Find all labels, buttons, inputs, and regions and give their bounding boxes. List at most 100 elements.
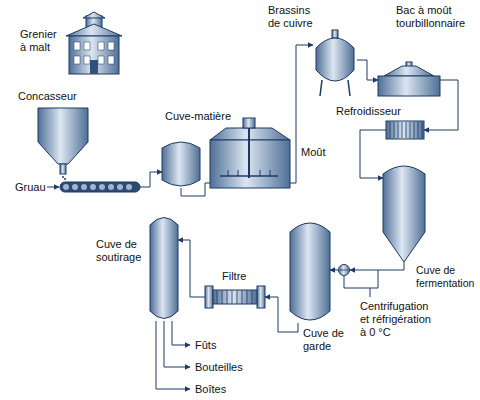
- vessel-drawing: [313, 30, 357, 96]
- vessel-part: [320, 80, 322, 96]
- vessel-drawing: [205, 286, 265, 308]
- vessel-part: [237, 290, 238, 304]
- output-label: Bouteilles: [194, 361, 244, 374]
- output-arrow: [156, 321, 190, 389]
- vessel-part: [66, 24, 122, 36]
- tun-rake: [228, 170, 229, 176]
- equipment-label: Cuve de garde: [303, 327, 353, 353]
- vessel-part: [62, 176, 64, 178]
- vessel-drawing: [150, 215, 178, 321]
- vessel-part: [74, 56, 80, 64]
- vessel-part: [60, 164, 66, 174]
- vessel-drawing: [162, 140, 200, 188]
- vessel-part: [340, 270, 348, 271]
- fermentation-tank: Cuve de fermentation: [383, 162, 425, 262]
- equipment-label: Cuve de soutirage: [96, 238, 148, 264]
- vessel-drawing: [338, 264, 350, 276]
- equipment-label: Filtre: [222, 270, 262, 283]
- equipment-label: Concasseur: [18, 90, 88, 103]
- lagering-tank: Cuve de garde: [290, 220, 330, 323]
- vessel-part: [108, 56, 114, 64]
- vessel-part: [386, 121, 424, 139]
- tun-motor: [243, 118, 255, 128]
- vessel-part: [290, 223, 330, 320]
- centrifuge: Centrifugation et réfrigération à 0 °C: [338, 264, 350, 276]
- output-label: Boîtes: [194, 383, 227, 396]
- vessel-part: [394, 122, 395, 138]
- wort-cooler: Refroidisseur: [386, 121, 424, 139]
- vessel-part: [84, 42, 90, 50]
- bright-tank: Cuve de soutirage: [150, 215, 178, 321]
- mill-hopper: Concasseur: [38, 108, 140, 194]
- flow-pipe: [330, 270, 338, 271]
- output-label: Fûts: [194, 339, 217, 352]
- mash-tun: Cuve-matière: [162, 140, 200, 188]
- equipment-label: Cuve-matière: [165, 110, 237, 123]
- vessel-part: [38, 108, 88, 164]
- vessel-drawing: [386, 121, 424, 139]
- vessel-part: [63, 184, 69, 190]
- equipment-label: Refroidisseur: [336, 105, 406, 118]
- vessel-part: [398, 122, 399, 138]
- tun-shaft: [248, 128, 250, 178]
- vessel-part: [205, 286, 213, 308]
- vessel-drawing: [378, 62, 440, 96]
- flow-pipe: [350, 262, 404, 270]
- tun-rake: [220, 175, 278, 177]
- vessel-part: [108, 42, 114, 50]
- equipment-label: Bac à moût tourbillonnaire: [396, 4, 470, 30]
- leader-line: [370, 288, 371, 297]
- whirlpool-tank: Bac à moût tourbillonnaire: [378, 62, 440, 96]
- vessel-part: [69, 36, 119, 74]
- input-arrow: [47, 187, 59, 188]
- brew-kettle: Brassins de cuivre: [313, 30, 357, 96]
- vessel-part: [90, 60, 98, 74]
- vessel-part: [81, 184, 87, 190]
- vessel-part: [98, 56, 104, 64]
- vessel-part: [247, 290, 248, 304]
- vessel-part: [422, 122, 423, 138]
- tun-rake: [238, 170, 239, 176]
- input-label: Gruau: [14, 181, 47, 194]
- vessel-part: [316, 38, 354, 81]
- vessel-part: [150, 218, 178, 319]
- output-arrow: [164, 321, 190, 367]
- tun-rake: [260, 170, 261, 176]
- vessel-part: [98, 42, 104, 50]
- vessel-part: [90, 184, 96, 190]
- beer-filter: Filtre: [205, 286, 265, 308]
- vessel-part: [252, 290, 253, 304]
- vessel-part: [162, 142, 200, 186]
- flow-pipe: [357, 60, 378, 80]
- malt-loft: Grenier à malt: [65, 12, 123, 74]
- vessel-part: [242, 290, 243, 304]
- vessel-part: [406, 122, 407, 138]
- tun-rake: [270, 170, 271, 176]
- flow-pipe: [360, 130, 386, 178]
- vessel-part: [257, 286, 265, 308]
- vessel-drawing: [65, 12, 123, 74]
- vessel-part: [402, 122, 403, 138]
- vessel-part: [99, 184, 105, 190]
- output-arrow: [172, 321, 190, 345]
- vessel-part: [384, 66, 434, 76]
- equipment-label: Grenier à malt: [20, 28, 64, 54]
- vessel-part: [126, 184, 132, 190]
- flow-pipe: [178, 240, 205, 297]
- equipment-label: Cuve de fermentation: [416, 264, 476, 290]
- pipe-label: Moût: [300, 146, 326, 159]
- vessel-part: [418, 122, 419, 138]
- vessel-part: [414, 122, 415, 138]
- equipment-label: Brassins de cuivre: [268, 4, 318, 30]
- vessel-part: [217, 290, 218, 304]
- vessel-part: [84, 56, 90, 64]
- vessel-part: [232, 290, 233, 304]
- vessel-part: [348, 80, 350, 96]
- vessel-part: [390, 122, 391, 138]
- vessel-part: [332, 30, 338, 38]
- vessel-part: [227, 290, 228, 304]
- vessel-part: [117, 184, 123, 190]
- vessel-drawing: [38, 108, 140, 194]
- vessel-part: [72, 184, 78, 190]
